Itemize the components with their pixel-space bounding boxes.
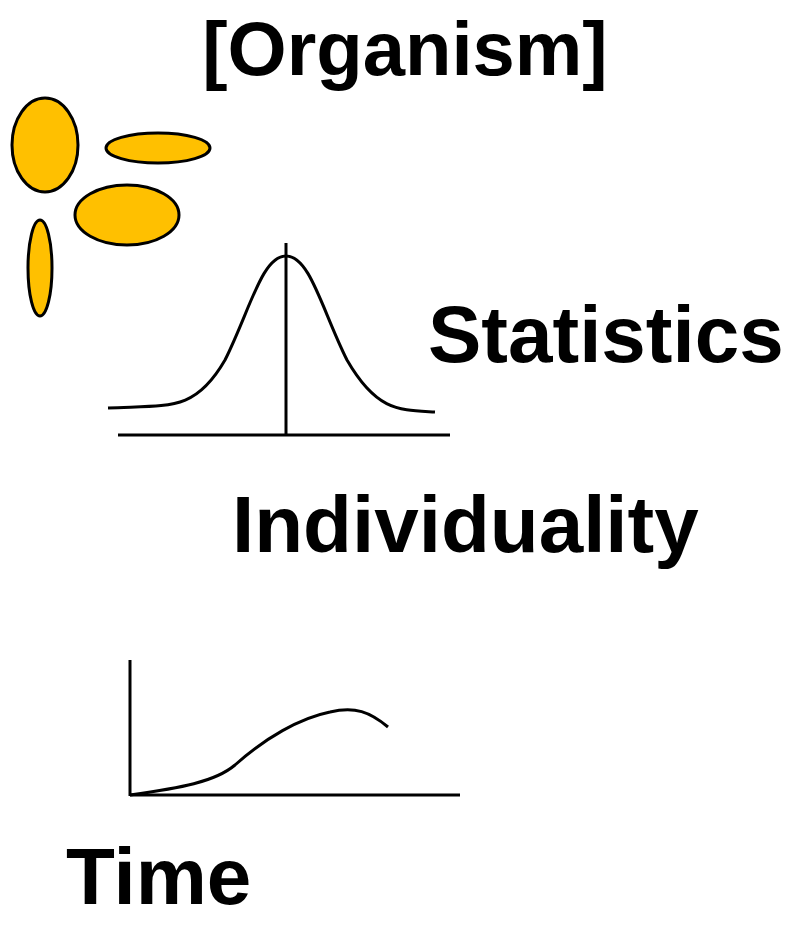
axis	[118, 434, 450, 437]
cell	[75, 185, 179, 245]
heading-label: Time	[66, 837, 251, 917]
cell	[28, 220, 52, 316]
bell-curve-line	[108, 256, 435, 412]
heading-label: Statistics	[428, 295, 784, 375]
axis	[130, 794, 460, 797]
heading-label: [Organism]	[202, 11, 607, 87]
mean-line	[285, 243, 288, 435]
growth-curve	[130, 710, 388, 795]
cell-group	[12, 98, 210, 316]
heading-label: Individuality	[232, 485, 699, 565]
axis	[129, 660, 132, 796]
bell-curve	[108, 243, 450, 435]
cell	[106, 133, 210, 163]
growth-chart	[130, 660, 460, 796]
cell	[12, 98, 78, 192]
